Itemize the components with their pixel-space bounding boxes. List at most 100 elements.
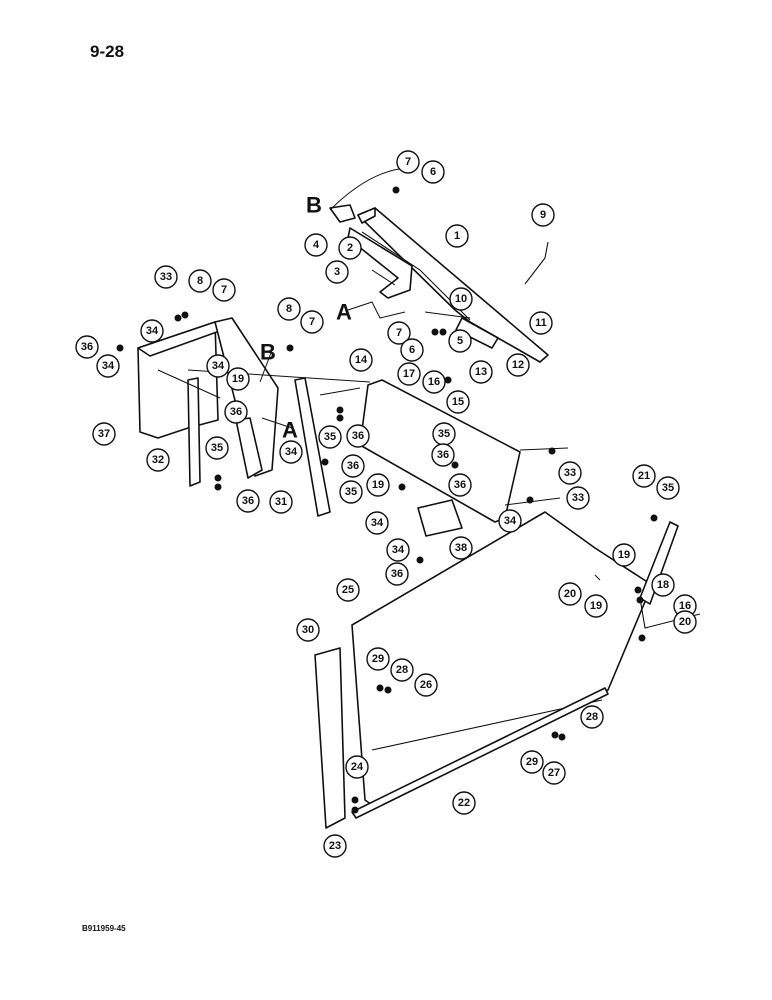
callout-7: 7 [212,278,236,302]
callout-number: 29 [526,756,538,768]
callout-number: 7 [396,327,402,339]
callout-circle [318,425,342,449]
callout-circle [212,278,236,302]
callout-circle [300,310,324,334]
callout-number: 35 [438,428,450,440]
ref-letter-b: B [260,340,276,365]
callout-number: 12 [512,359,524,371]
callout-number: 36 [81,341,93,353]
callout-number: 36 [230,406,242,418]
callout-number: 10 [455,293,467,305]
callout-circle [206,354,230,378]
callout-number: 36 [242,495,254,507]
callout-circle [558,582,582,606]
callout-circle [279,440,303,464]
callout-25: 25 [336,578,360,602]
callout-number: 27 [548,767,560,779]
callout-20: 20 [558,582,582,606]
callout-circle [92,422,116,446]
callout-number: 15 [452,396,464,408]
callout-number: 25 [342,584,354,596]
callout-38: 38 [449,536,473,560]
callout-29: 29 [520,750,544,774]
callout-15: 15 [446,390,470,414]
callout-7: 7 [387,321,411,345]
callout-11: 11 [529,311,553,335]
mounting-bracket [417,499,463,537]
callout-circle [224,400,248,424]
callout-circle [304,233,328,257]
callout-circle [296,618,320,642]
callout-circle [226,367,250,391]
callout-number: 35 [324,431,336,443]
callout-circle [205,436,229,460]
callout-circle [338,236,362,260]
callout-circle [469,360,493,384]
callout-36: 36 [224,400,248,424]
callout-circle [269,490,293,514]
callout-circle [400,338,424,362]
callout-number: 23 [329,840,341,852]
callout-21: 21 [632,464,656,488]
callout-number: 3 [334,266,340,278]
callout-26: 26 [414,673,438,697]
callout-number: 36 [437,449,449,461]
callout-circle [580,705,604,729]
callout-circle [431,443,455,467]
latch-plate [329,204,356,223]
callout-circle [529,311,553,335]
callout-number: 6 [409,344,415,356]
left-panel-assembly [137,317,331,517]
callout-circle [421,160,445,184]
callout-circle [448,329,472,353]
rear-arm [639,521,679,605]
support-post [294,377,331,517]
callout-circle [387,321,411,345]
callout-number: 28 [396,664,408,676]
callout-33: 33 [154,265,178,289]
callout-number: 20 [564,588,576,600]
callout-circle [446,390,470,414]
callout-number: 5 [457,335,463,347]
callout-number: 9 [540,209,546,221]
callout-circle [452,791,476,815]
callout-34: 34 [206,354,230,378]
callout-36: 36 [431,443,455,467]
callout-19: 19 [366,473,390,497]
callout-circle [612,543,636,567]
callout-circle [445,224,469,248]
top-cover-assembly [329,204,549,363]
callout-5: 5 [448,329,472,353]
callout-3: 3 [325,260,349,284]
front-upright [314,647,346,829]
callout-20: 20 [673,610,697,634]
lower-panel-assembly [314,511,701,829]
callout-number: 7 [309,316,315,328]
handle-rod [524,241,549,285]
callout-number: 20 [679,616,691,628]
callout-circle [448,473,472,497]
callout-14: 14 [349,348,373,372]
callout-35: 35 [339,480,363,504]
callout-circle [414,673,438,697]
callout-19: 19 [584,594,608,618]
callout-circle [336,578,360,602]
callout-37: 37 [92,422,116,446]
callout-34: 34 [365,511,389,535]
callout-number: 34 [102,360,115,372]
callout-number: 19 [232,373,244,385]
callout-34: 34 [279,440,303,464]
callout-35: 35 [318,425,342,449]
callout-circle [651,573,675,597]
callout-circle [673,610,697,634]
callout-circle [323,834,347,858]
callout-circle [154,265,178,289]
ref-letter-a: A [336,300,352,325]
callout-31: 31 [269,490,293,514]
callout-19: 19 [226,367,250,391]
callout-36: 36 [236,489,260,513]
callout-28: 28 [390,658,414,682]
callout-13: 13 [469,360,493,384]
callout-circle [520,750,544,774]
callout-number: 36 [352,430,364,442]
